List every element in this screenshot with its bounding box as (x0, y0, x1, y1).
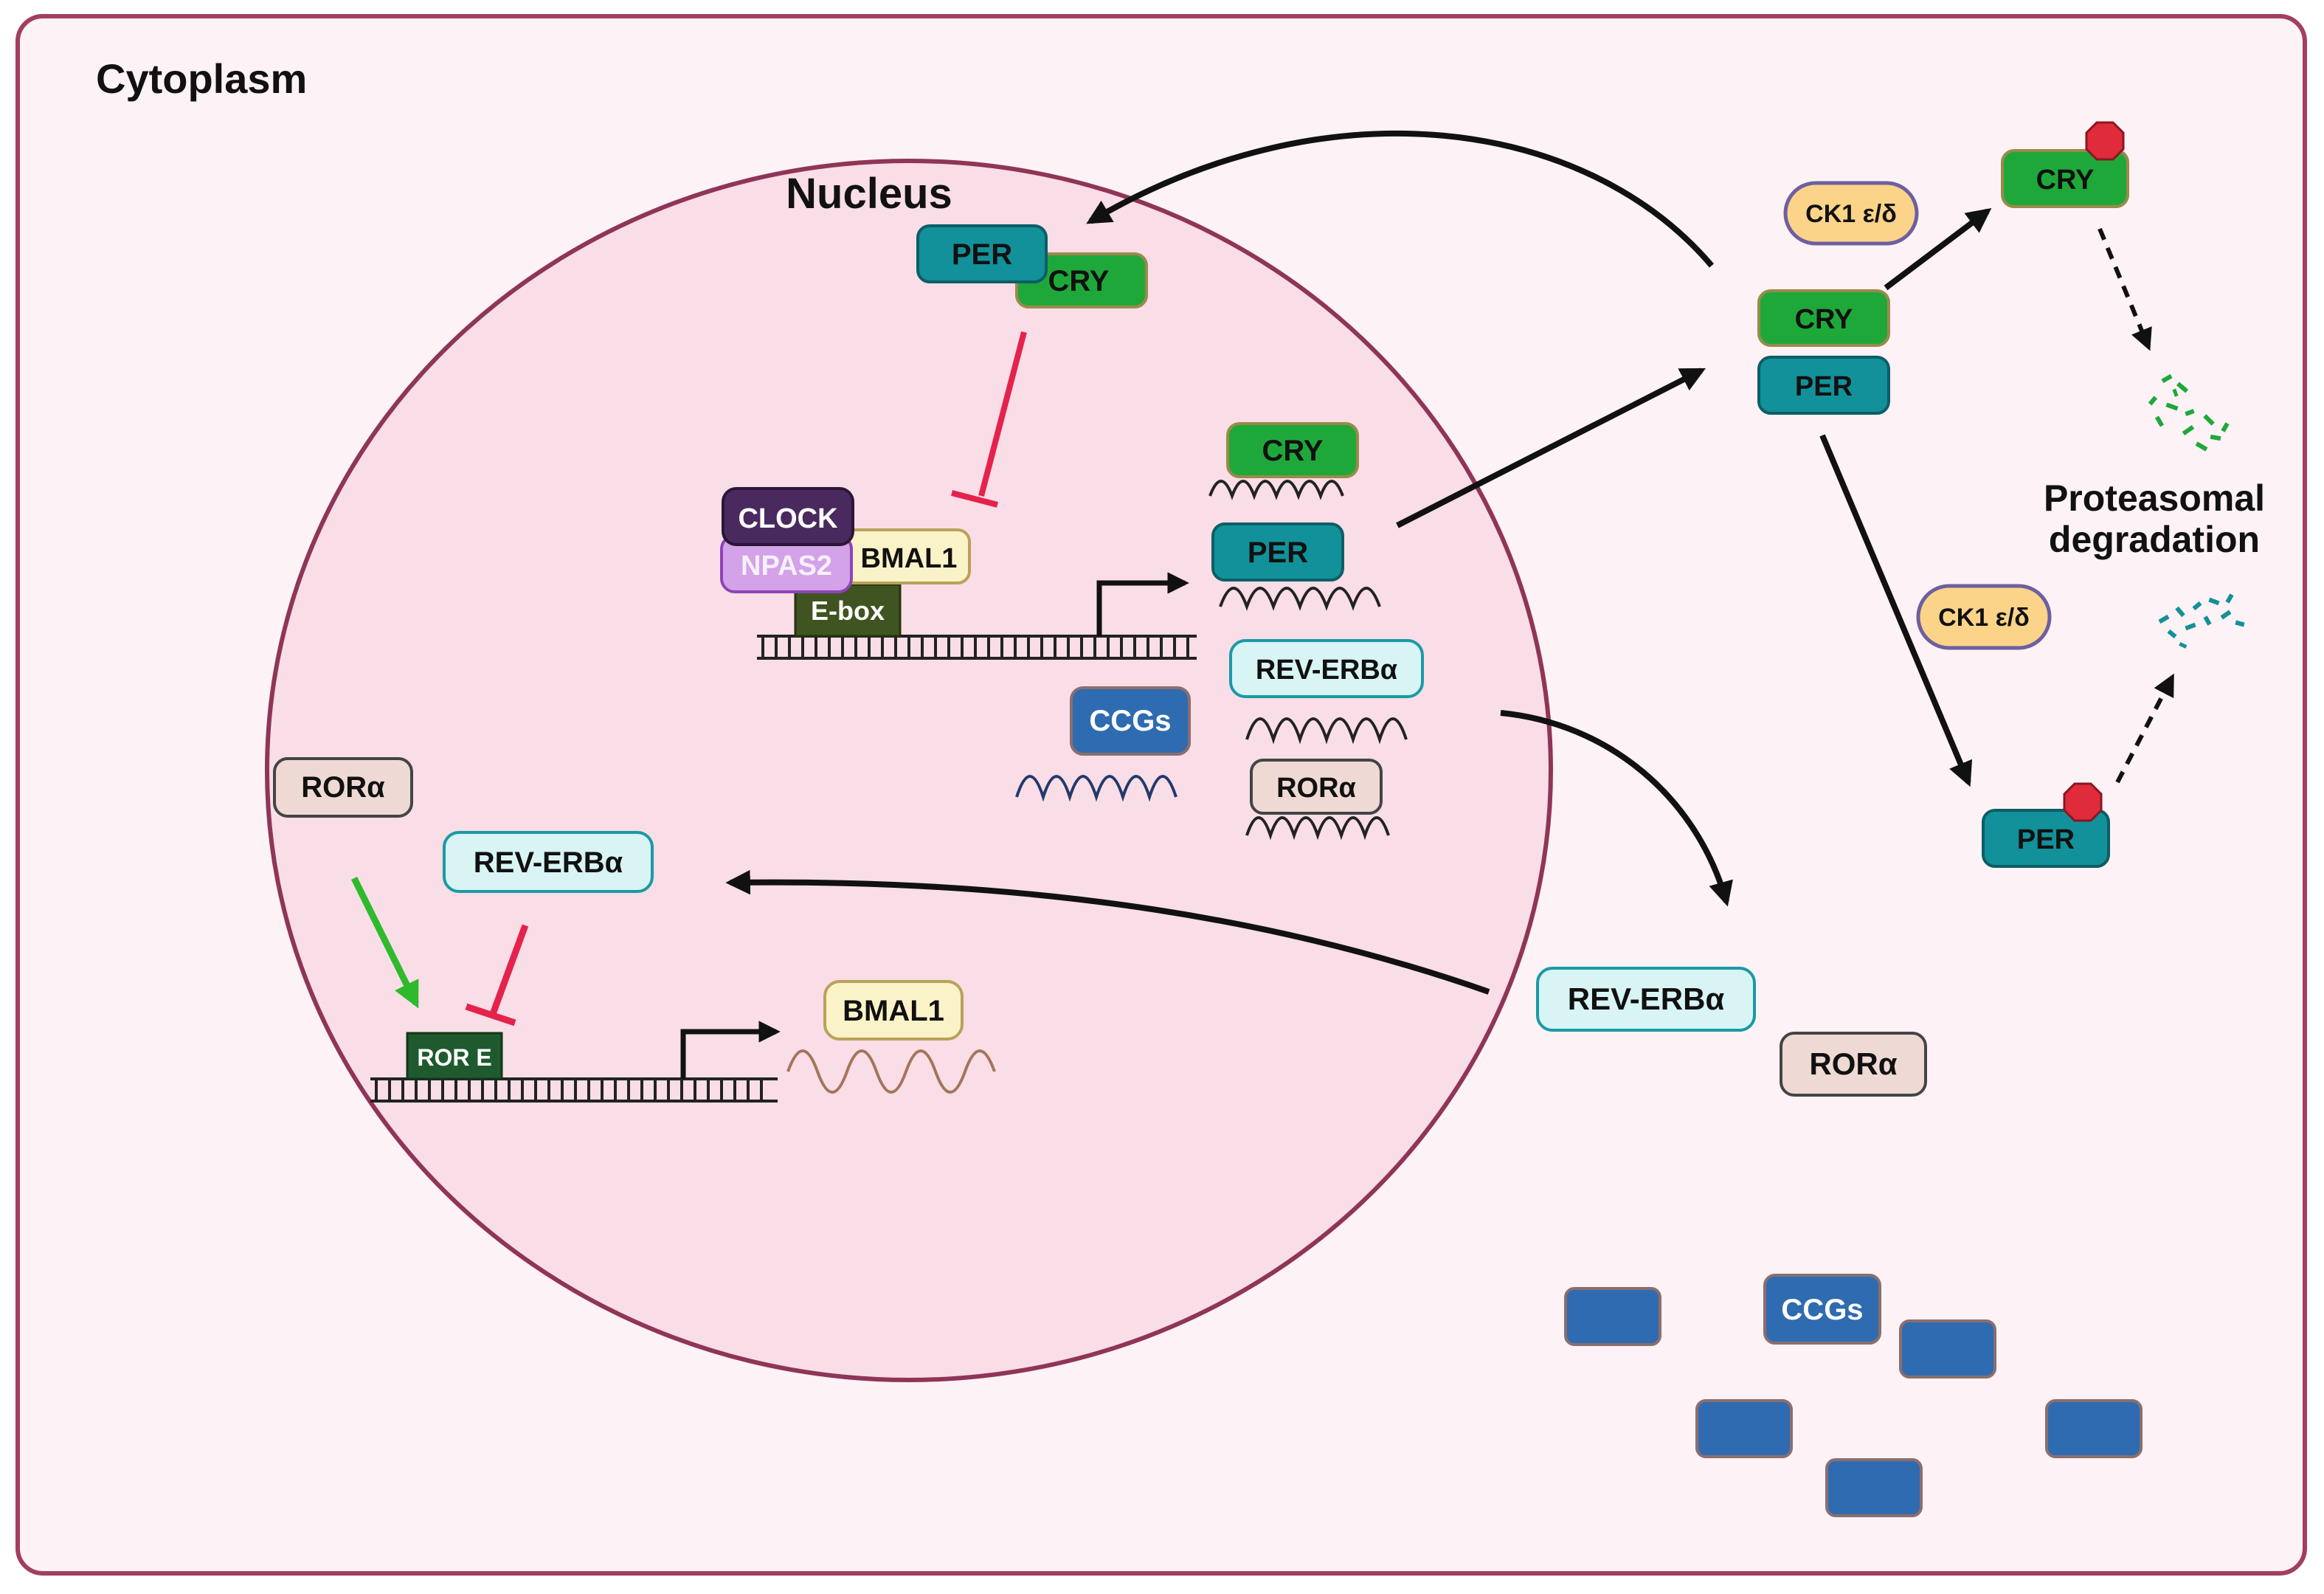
bmal1-label: BMAL1 (861, 543, 958, 574)
per-label: PER (952, 238, 1012, 271)
npas2-label: NPAS2 (741, 551, 832, 582)
inhibition-per-cry-to-clock-bmal1 (951, 331, 1027, 508)
rora-transcript: RORα (1245, 759, 1390, 841)
cry-label: CRY (2036, 165, 2095, 196)
proteasomal-degradation-label-line2: degradation (2049, 519, 2260, 560)
cry-label: CRY (1795, 304, 1853, 335)
arrow-per-phosphorylation (1819, 434, 1973, 787)
ccgs-transcript: CCGs (1015, 686, 1191, 802)
per-label: PER (1248, 536, 1308, 569)
rev-erba-label: REV-ERBα (1568, 981, 1725, 1016)
activation-rora-to-ror-e (350, 877, 420, 1009)
ebox-label: E-box (811, 596, 885, 626)
mrna-rev-erba (1245, 717, 1408, 745)
ccg-protein (1899, 1319, 1996, 1379)
nuclear-per-cry-complex: CRY PER (916, 224, 1148, 308)
clock-label: CLOCK (738, 503, 838, 534)
cytoplasm-label: Cytoplasm (96, 55, 307, 102)
proteasomal-degradation-label-line1: Proteasomal (2044, 477, 2265, 519)
cytoplasmic-cry-per: CRY PER (1757, 289, 1890, 415)
rora-label: RORα (301, 771, 385, 804)
nucleus-label: Nucleus (786, 170, 952, 218)
red-octagon-icon (2085, 121, 2125, 161)
phosphorylated-cry: CRY (2001, 121, 2129, 208)
mrna-cry (1208, 480, 1344, 500)
ck1-kinase-bottom: CK1 ε/δ (1916, 584, 2052, 650)
ccgs-label: CCGs (1089, 705, 1171, 737)
ror-e-label: ROR E (417, 1044, 491, 1071)
ccg-protein (1825, 1458, 1923, 1517)
dna-strand-ror-e (375, 1079, 763, 1101)
arrow-nuclear-import (1086, 130, 1715, 268)
fragment-cluster-icon (2148, 373, 2230, 452)
arrow-rev-erba-import (725, 869, 1490, 995)
rora-label: RORα (1276, 773, 1356, 804)
cry-label: CRY (1048, 265, 1110, 297)
dna-strand-ebox (761, 636, 1189, 658)
inhibition-rev-erba-to-ror-e (465, 924, 529, 1027)
rora-cytoplasmic: RORα (1780, 1032, 1927, 1097)
per-label: PER (2017, 824, 2075, 855)
ccg-protein (1763, 1274, 1881, 1345)
rora-label: RORα (1809, 1046, 1897, 1081)
bmal1-label: BMAL1 (843, 995, 944, 1027)
ccg-protein (2045, 1399, 2143, 1458)
ccg-protein (1695, 1399, 1793, 1458)
mrna-ccgs (1015, 775, 1177, 802)
rev-erba-transcript: REV-ERBα (1229, 639, 1424, 745)
ccgs-proteins: CCGs (1564, 1274, 2143, 1517)
rev-erba-label: REV-ERBα (1256, 655, 1397, 686)
arrow-cry-degradation (2098, 227, 2152, 351)
ck1-label: CK1 ε/δ (1805, 200, 1897, 228)
ck1-label: CK1 ε/δ (1938, 604, 2030, 632)
mrna-per (1219, 587, 1381, 611)
cry-transcript: CRY (1208, 422, 1359, 500)
ebox-promoter: E-box BMAL1 NPAS2 CLOCK (720, 487, 1197, 660)
rev-erba-cytoplasmic: REV-ERBα (1536, 967, 1756, 1032)
ccg-protein (1564, 1287, 1661, 1346)
arrow-rev-erba-rora-export (1500, 710, 1733, 907)
arrow-per-cry-export (1396, 368, 1706, 528)
mrna-bmal1 (786, 1049, 996, 1094)
rora-nuclear: RORα (273, 757, 413, 818)
ccgs-label: CCGs (1781, 1294, 1863, 1326)
ck1-kinase-top: CK1 ε/δ (1783, 181, 1919, 246)
red-octagon-icon (2063, 782, 2103, 822)
mrna-rora (1245, 816, 1390, 841)
phosphorylated-per: PER (1982, 782, 2110, 868)
arrow-cry-phosphorylation (1884, 207, 1992, 291)
cry-label: CRY (1262, 435, 1324, 467)
bmal1-transcript: BMAL1 (786, 980, 996, 1094)
per-transcript: PER (1211, 522, 1381, 611)
ror-e-promoter: ROR E (370, 1021, 781, 1103)
fragment-cluster-icon (2158, 593, 2245, 649)
per-label: PER (1795, 371, 1853, 402)
rev-erba-label: REV-ERBα (474, 846, 623, 879)
rev-erba-nuclear: REV-ERBα (443, 831, 654, 893)
